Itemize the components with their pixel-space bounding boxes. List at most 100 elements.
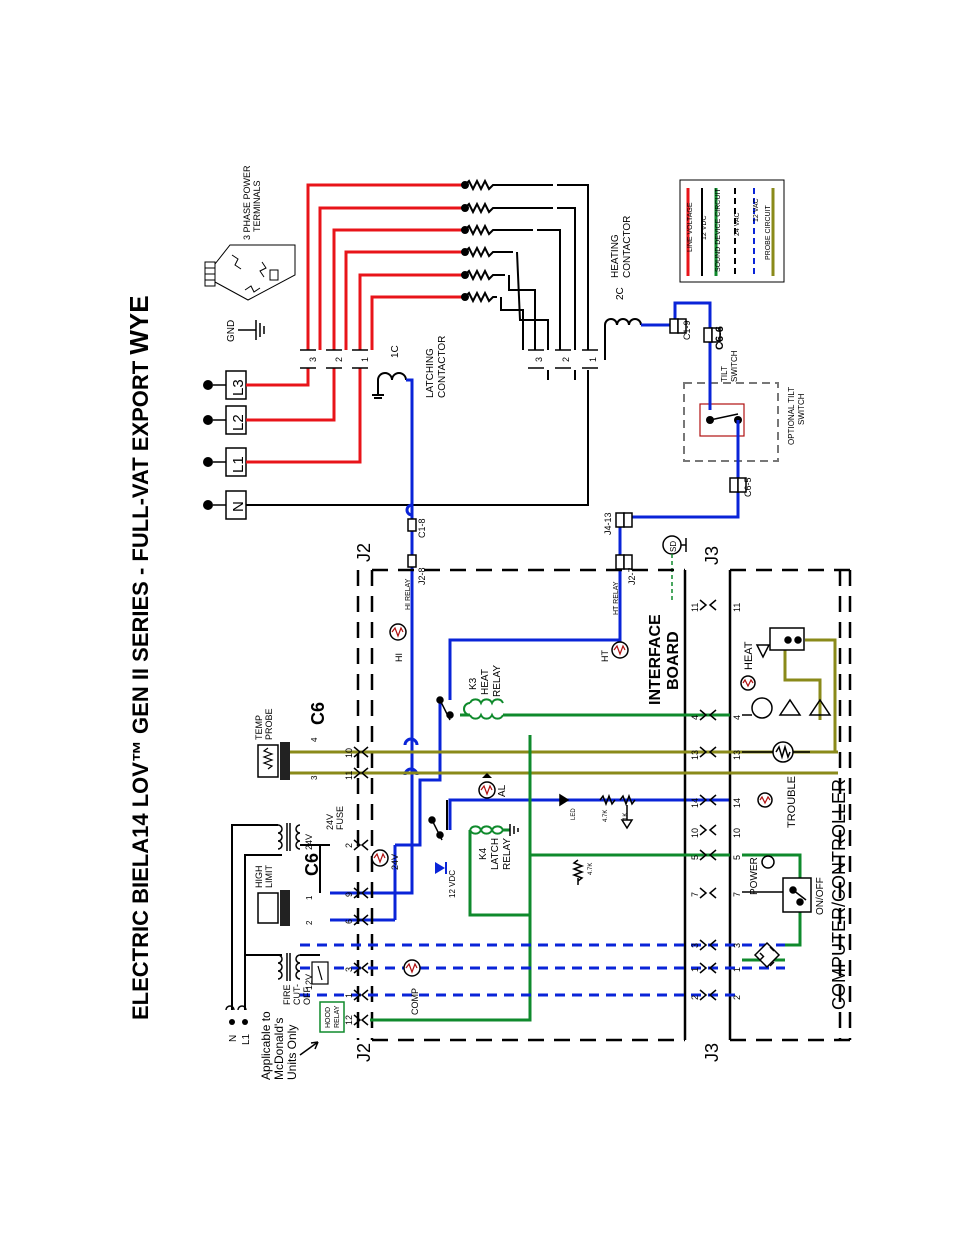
green-wires bbox=[370, 713, 802, 1022]
onoff-label: ON/OFF bbox=[815, 877, 826, 915]
transformer-12v bbox=[277, 953, 301, 981]
j2-label-bottom: J2 bbox=[354, 1043, 374, 1062]
j3-pin-2: 2 bbox=[690, 995, 700, 1000]
j2-pin-2: 2 bbox=[344, 843, 354, 848]
alarm-light bbox=[478, 773, 496, 799]
legend-24vac: 24 VAC bbox=[734, 212, 741, 236]
j3-pin-14: 14 bbox=[690, 798, 700, 808]
tilt-switch-label-1: TILT bbox=[720, 366, 729, 382]
latching-pole-2: 2 bbox=[334, 357, 344, 362]
latching-pole-1: 1 bbox=[360, 357, 370, 362]
n-supply-label: N bbox=[228, 1035, 239, 1042]
k3-label-1: K3 bbox=[468, 677, 479, 690]
ground-symbol bbox=[238, 320, 265, 340]
heating-contactor-coil bbox=[604, 318, 642, 360]
j3-pin-11: 11 bbox=[690, 603, 700, 612]
diagram-title: ELECTRIC BIELA14 LOV™ GEN II SERIES - FU… bbox=[124, 295, 154, 1020]
j3-pin-markers bbox=[699, 599, 717, 1001]
l1-supply-label: L1 bbox=[241, 1033, 252, 1045]
hi-label: HI bbox=[394, 653, 404, 662]
blue-12vac-wires bbox=[330, 301, 740, 922]
line-terminals: L3 L2 L1 N bbox=[203, 370, 247, 520]
connector-c1-9: C1-9 bbox=[682, 320, 692, 340]
mcdonalds-note-1: Applicable to bbox=[259, 1011, 273, 1080]
k3-contact bbox=[436, 696, 454, 721]
j3-pin-13: 13 bbox=[690, 750, 700, 760]
j3-pin-11-right: 11 bbox=[732, 603, 742, 612]
high-limit bbox=[257, 890, 290, 926]
terminal-dot-l1 bbox=[203, 457, 213, 467]
legend-line-voltage: LINE VOLTAGE bbox=[687, 202, 694, 252]
al-label: AL bbox=[497, 784, 508, 797]
j3-pin-3: 3 bbox=[690, 943, 700, 948]
c6-pin-3: 3 bbox=[310, 775, 319, 780]
legend-12vdc: 12 VDC bbox=[701, 215, 708, 240]
fuse-label-1: 24V bbox=[325, 814, 335, 830]
j3-pin-10-right: 10 bbox=[732, 828, 742, 838]
k4-contact bbox=[428, 816, 444, 841]
terminal-dot-l3 bbox=[203, 380, 213, 390]
mcdonalds-note-2: McDonald's bbox=[272, 1018, 286, 1080]
connector-j2-7: J2-7 bbox=[627, 567, 637, 585]
hood-relay-label-2: RELAY bbox=[334, 1005, 341, 1028]
j3-pin-4: 4 bbox=[690, 715, 700, 720]
fuse-label-2: FUSE bbox=[335, 806, 345, 830]
sound-device bbox=[662, 535, 687, 600]
fire-cutoff-label-3: OFF bbox=[302, 987, 312, 1005]
interface-board-label-1: INTERFACE bbox=[647, 614, 664, 705]
j3-edges bbox=[683, 570, 732, 1040]
latching-pole-3: 3 bbox=[308, 357, 318, 362]
j3-pin-7-right: 7 bbox=[732, 892, 742, 897]
c6-pin-1: 1 bbox=[305, 895, 314, 900]
high-limit-label-1: HIGH bbox=[254, 866, 264, 889]
j3-pin-7: 7 bbox=[690, 892, 700, 897]
j2-pin-9: 9 bbox=[344, 892, 354, 897]
optional-tilt-label-1: OPTIONAL TILT bbox=[787, 387, 796, 445]
j3-pin-5-right: 5 bbox=[732, 855, 742, 860]
connector-c6-5: C6-5 bbox=[743, 477, 753, 497]
vdc12-label: 12 VDC bbox=[448, 870, 457, 898]
k3-label-3: RELAY bbox=[492, 665, 503, 697]
resistor-4-7k-b-graphic bbox=[571, 859, 585, 885]
diode-12vdc bbox=[435, 862, 447, 874]
mcdonalds-note-3: Units Only bbox=[285, 1025, 299, 1080]
heating-contactor-label-2: CONTACTOR bbox=[622, 216, 633, 278]
resistor-4-7k-a: 4.7K bbox=[603, 810, 609, 822]
title-suffix: WYE bbox=[124, 295, 154, 354]
hi-light bbox=[389, 623, 407, 641]
ht-label: HT bbox=[600, 650, 610, 662]
transformer-24v bbox=[277, 823, 301, 851]
fire-cutoff-switch bbox=[311, 961, 329, 985]
comp-light bbox=[403, 959, 421, 977]
k3-heat-relay bbox=[463, 698, 504, 720]
c6-pin-4: 4 bbox=[310, 737, 319, 742]
heating-elements bbox=[246, 178, 589, 506]
hi-relay-label: HI RELAY bbox=[405, 578, 412, 610]
legend-box bbox=[679, 179, 785, 283]
k4-ground bbox=[509, 824, 519, 836]
led-label: LED bbox=[571, 808, 577, 820]
j2-pin-12: 12 bbox=[344, 1015, 354, 1025]
j2-pin-10: 10 bbox=[344, 748, 354, 758]
fire-cutoff-label-1: FIRE bbox=[282, 984, 292, 1005]
terminal-dot-n bbox=[203, 500, 213, 510]
j3-pin-5: 5 bbox=[690, 855, 700, 860]
heating-pole-3: 3 bbox=[534, 357, 544, 362]
connector-pins bbox=[407, 318, 747, 570]
j3-pin-13-right: 13 bbox=[732, 750, 742, 760]
control-supply-terminals bbox=[225, 1005, 248, 1025]
j3-pin-14-right: 14 bbox=[732, 798, 742, 808]
k3-label-2: HEAT bbox=[480, 669, 491, 695]
j3-label-bottom: J3 bbox=[702, 1043, 722, 1062]
indicator-24v-label: 24V bbox=[390, 854, 400, 870]
j3-pin-2-right: 2 bbox=[732, 995, 742, 1000]
computer-controller-label: COMPUTER/CONTROLLER bbox=[829, 779, 849, 1010]
indicator-24v bbox=[371, 849, 389, 867]
c6-label-top: C6 bbox=[308, 702, 328, 725]
temp-probe bbox=[257, 742, 320, 780]
ht-relay-label: HT RELAY bbox=[613, 581, 620, 615]
heating-contactor-label-1: HEATING bbox=[610, 234, 621, 278]
c6-label-bottom: C6 bbox=[302, 853, 322, 876]
interface-board-label-2: BOARD bbox=[665, 631, 682, 690]
power-label: POWER bbox=[749, 857, 760, 895]
